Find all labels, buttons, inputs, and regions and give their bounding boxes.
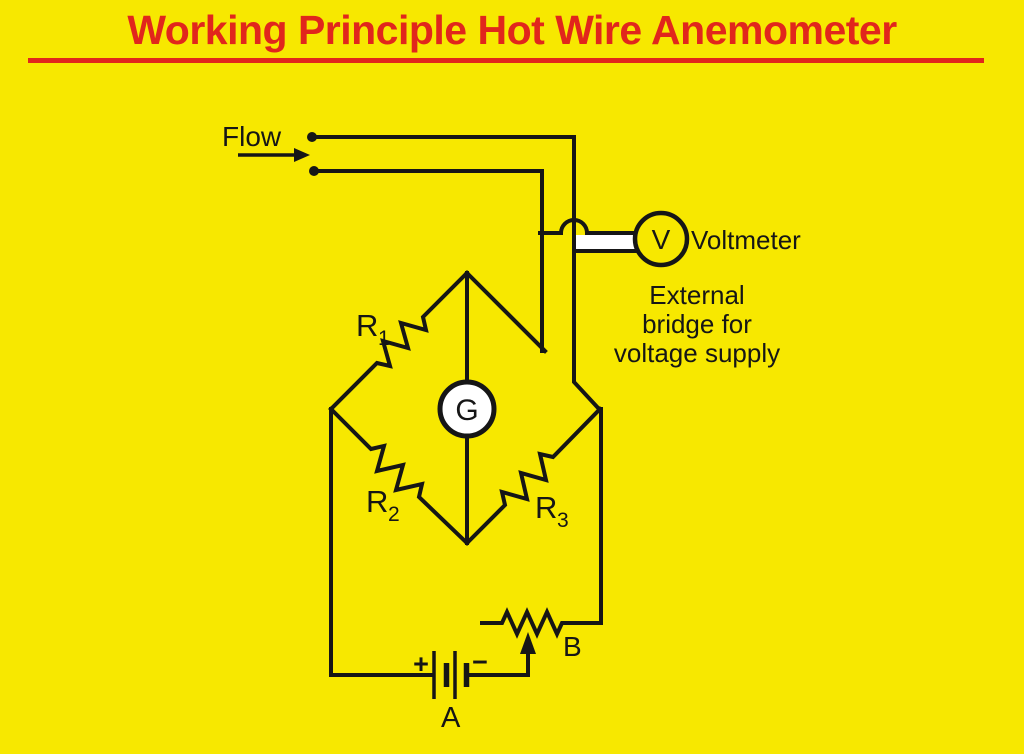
voltmeter-band xyxy=(576,235,635,249)
battery-label: A xyxy=(441,702,461,734)
probe-terminal-top xyxy=(307,132,317,142)
title-underline xyxy=(28,58,984,63)
bridge-arm-r3 xyxy=(464,406,603,546)
note-line-3: voltage supply xyxy=(614,338,780,368)
battery-minus-sign: − xyxy=(472,647,488,677)
bridge-arm-r2 xyxy=(328,406,470,546)
galvanometer-symbol: G xyxy=(455,394,478,427)
voltmeter-label: Voltmeter xyxy=(691,225,801,255)
resistor-r1-subscript: 1 xyxy=(378,327,390,350)
resistor-r2-subscript: 2 xyxy=(388,503,400,526)
note-line-2: bridge for xyxy=(642,309,752,339)
flow-label: Flow xyxy=(222,121,282,152)
hot-wire-lead-top xyxy=(315,135,603,413)
bridge-arm-hotwire-side xyxy=(464,270,548,354)
note-line-1: External xyxy=(649,280,744,310)
flow-arrow-head xyxy=(294,148,310,162)
resistor-r3-label: R xyxy=(535,490,557,525)
probe-terminal-bottom xyxy=(309,166,319,176)
left-supply-wire xyxy=(329,407,434,677)
resistor-r2-label: R xyxy=(366,484,388,519)
hot-wire-lead-bottom xyxy=(316,169,544,353)
rheostat-element xyxy=(480,607,603,639)
rheostat-wiper-arrowhead xyxy=(520,632,536,654)
voltmeter-band-top-hop xyxy=(538,218,637,235)
bridge-arm-r1 xyxy=(328,270,470,412)
voltmeter-dial xyxy=(632,210,690,268)
resistor-r3-subscript: 3 xyxy=(557,509,569,532)
rheostat-label: B xyxy=(563,631,582,662)
galvanometer-dial xyxy=(437,379,497,439)
page-title: Working Principle Hot Wire Anemometer xyxy=(127,7,897,53)
voltmeter-symbol: V xyxy=(652,224,671,255)
battery-plus-sign: + xyxy=(413,649,429,679)
resistor-r1-label: R xyxy=(356,308,378,343)
